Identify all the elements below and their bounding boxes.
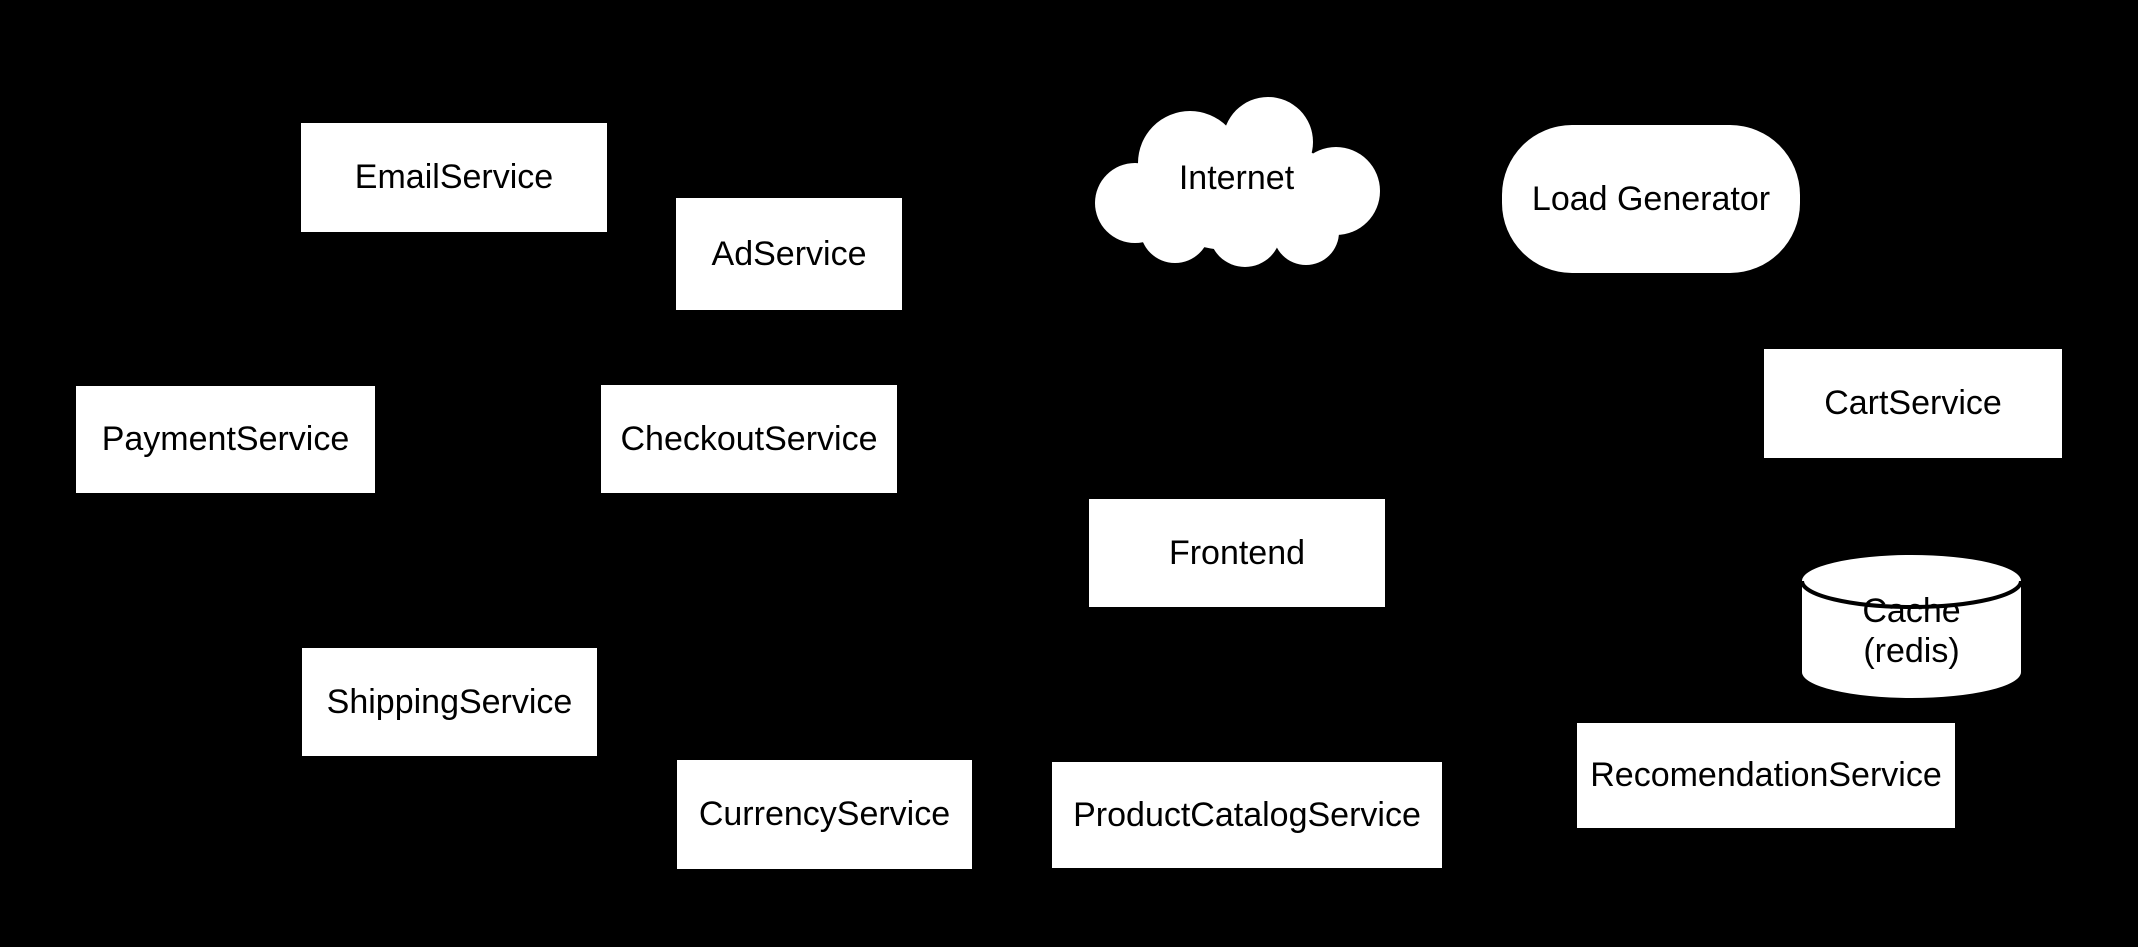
- node-shipping-service: ShippingService: [302, 648, 597, 756]
- node-internet: Internet: [1090, 88, 1383, 268]
- node-cart-service: CartService: [1764, 349, 2062, 458]
- cache-label-line2: (redis): [1863, 632, 1960, 670]
- node-ad-service: AdService: [676, 198, 902, 310]
- node-label-shipping-service: ShippingService: [326, 682, 573, 721]
- node-product-catalog-service: ProductCatalogService: [1052, 762, 1442, 868]
- node-email-service: EmailService: [301, 123, 607, 232]
- node-label-recomendation-service: RecomendationService: [1590, 756, 1942, 795]
- node-payment-service: PaymentService: [76, 386, 375, 493]
- node-label-email-service: EmailService: [354, 158, 554, 197]
- database-cylinder-icon: [1800, 555, 2023, 698]
- node-load-generator: Load Generator: [1502, 125, 1800, 273]
- node-label-payment-service: PaymentService: [101, 420, 350, 459]
- node-currency-service: CurrencyService: [677, 760, 972, 869]
- node-label-cart-service: CartService: [1824, 384, 2002, 423]
- node-label-checkout-service: CheckoutService: [620, 419, 878, 458]
- node-frontend: Frontend: [1089, 499, 1385, 607]
- node-label-currency-service: CurrencyService: [698, 795, 951, 834]
- node-label-product-catalog-service: ProductCatalogService: [1073, 795, 1421, 834]
- cache-label-line1: Cache: [1862, 592, 1961, 630]
- node-cache-redis: Cache (redis): [1800, 553, 2023, 700]
- node-checkout-service: CheckoutService: [601, 385, 897, 493]
- node-label-frontend: Frontend: [1168, 533, 1306, 572]
- node-label-ad-service: AdService: [711, 234, 867, 273]
- node-label-load-generator: Load Generator: [1531, 179, 1771, 218]
- node-label-internet: Internet: [1178, 158, 1295, 197]
- node-label-cache: Cache (redis): [1800, 591, 2023, 671]
- node-recomendation-service: RecomendationService: [1577, 723, 1955, 828]
- cloud-icon: [1095, 97, 1380, 267]
